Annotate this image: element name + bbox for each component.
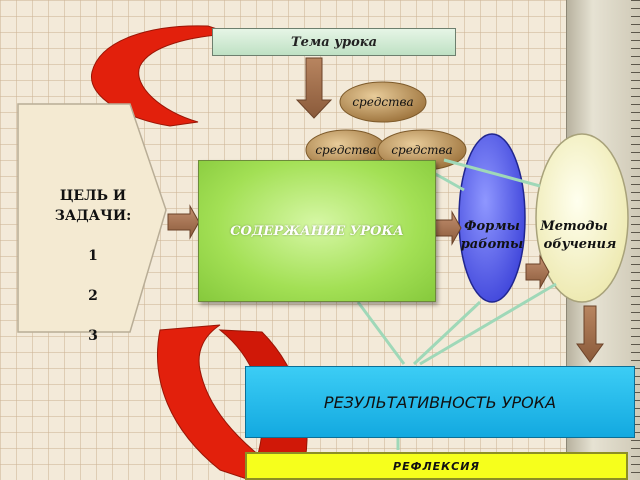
forms-label-line1: Формы [464, 219, 520, 234]
means-label-left: средства [315, 143, 376, 157]
red-swoosh-shape [91, 25, 233, 127]
forms-ellipse [458, 133, 526, 303]
reflection-box: РЕФЛЕКСИЯ [245, 452, 628, 480]
goal-pentagon-shape [17, 103, 167, 333]
content-box: СОДЕРЖАНИЕ УРОКА [198, 160, 436, 302]
means-ellipse-top [339, 81, 427, 123]
means-label-top: средства [352, 95, 413, 109]
goal-title: ЦЕЛЬ И ЗАДАЧИ: [54, 188, 132, 224]
methods-ellipse [535, 133, 629, 303]
topic-down-arrow [295, 57, 333, 119]
forms-label-line2: работы [461, 237, 524, 252]
goal-box: ЦЕЛЬ И ЗАДАЧИ: 1 2 3 [24, 166, 162, 366]
goal-item-3: 3 [88, 328, 98, 344]
methods-down-arrow [576, 305, 604, 363]
goal-to-content-arrow [167, 204, 200, 240]
forms-to-methods-arrow [525, 254, 550, 290]
goal-item-2: 2 [88, 288, 98, 304]
goal-item-1: 1 [88, 248, 98, 264]
topic-box: Тема урока [212, 28, 456, 56]
means-label-right: средства [391, 143, 452, 157]
connector-lines [346, 158, 557, 450]
methods-label-line2: обучения [544, 237, 617, 252]
methods-label-line1: Методы [539, 219, 607, 234]
result-box: РЕЗУЛЬТАТИВНОСТЬ УРОКА [245, 366, 635, 438]
